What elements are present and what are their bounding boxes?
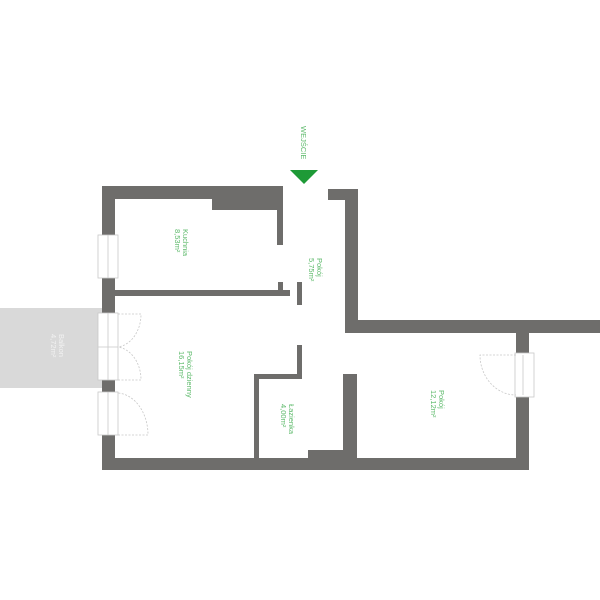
entrance-label: WEJŚCIE — [299, 126, 308, 159]
room-kitchen: Kuchnia 8,53m² — [173, 229, 190, 257]
room-hall: Pokój 5,75m² — [307, 258, 324, 282]
svg-text:5,75m²: 5,75m² — [307, 258, 316, 282]
svg-text:12,12m²: 12,12m² — [429, 390, 438, 418]
windows-doors — [97, 234, 535, 436]
walls — [102, 186, 600, 470]
svg-text:Balkon: Balkon — [57, 334, 66, 357]
svg-text:Pokój: Pokój — [315, 258, 324, 277]
room-balcony: Balkon 4,72m² — [49, 334, 66, 358]
room-bathroom: Łazienka 4,00m² — [279, 404, 296, 435]
balcony — [0, 308, 102, 388]
svg-text:16,15m²: 16,15m² — [177, 351, 186, 379]
entrance-arrow-icon — [290, 170, 318, 184]
room-living: Pokój dzienny 16,15m² — [177, 351, 194, 398]
svg-text:Pokój: Pokój — [437, 390, 446, 409]
svg-text:Pokój dzienny: Pokój dzienny — [185, 351, 194, 398]
svg-text:4,00m²: 4,00m² — [279, 404, 288, 428]
svg-text:8,53m²: 8,53m² — [173, 229, 182, 253]
svg-text:4,72m²: 4,72m² — [49, 334, 58, 358]
svg-text:Kuchnia: Kuchnia — [181, 229, 190, 257]
svg-text:Łazienka: Łazienka — [287, 404, 296, 435]
room-bedroom: Pokój 12,12m² — [429, 390, 446, 418]
